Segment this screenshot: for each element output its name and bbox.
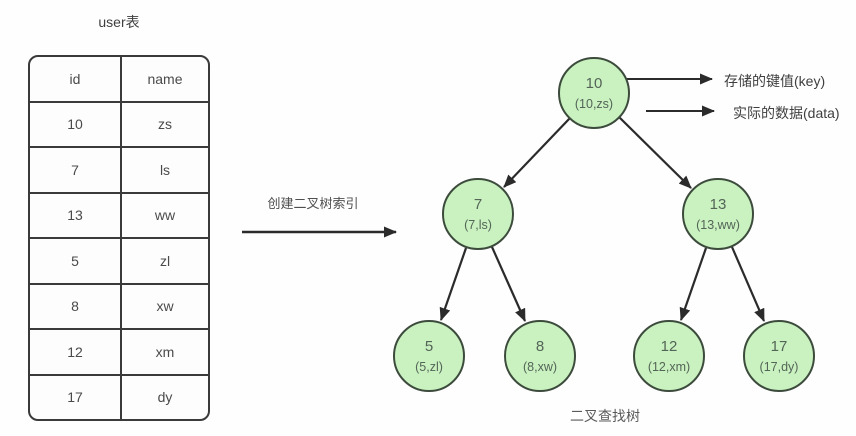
node-key: 12 bbox=[660, 337, 678, 355]
node-key: 7 bbox=[473, 195, 483, 213]
tree-node-17: 17 (17,dy) bbox=[743, 320, 815, 392]
edge-7-5 bbox=[439, 247, 468, 321]
table-row: 10 zs bbox=[30, 102, 208, 148]
table-row: 8 xw bbox=[30, 284, 208, 330]
cell-id: 13 bbox=[30, 193, 122, 237]
cell-id: 10 bbox=[30, 102, 122, 146]
cell-id: 7 bbox=[30, 148, 122, 192]
edge-10-7 bbox=[503, 117, 571, 188]
tree-node-7: 7 (7,ls) bbox=[442, 178, 514, 250]
node-key: 17 bbox=[770, 337, 788, 355]
edge-13-12 bbox=[679, 247, 708, 321]
cell-id: 12 bbox=[30, 330, 122, 374]
cell-name: dy bbox=[157, 389, 173, 406]
data-annotation-label: 实际的数据(data) bbox=[733, 105, 840, 121]
table-row: 13 ww bbox=[30, 193, 208, 239]
node-record: (13,ww) bbox=[696, 217, 740, 232]
table-header-row: id name bbox=[30, 57, 208, 103]
node-key: 5 bbox=[424, 337, 434, 355]
cell-name: xm bbox=[155, 343, 175, 360]
cell-name: ls bbox=[159, 161, 171, 178]
tree-node-8: 8 (8,xw) bbox=[504, 320, 576, 392]
column-header-id: id bbox=[30, 57, 122, 101]
cell-id: 5 bbox=[30, 239, 122, 283]
node-record: (10,zs) bbox=[574, 96, 614, 111]
cell-id: 8 bbox=[30, 284, 122, 328]
tree-caption: 二叉查找树 bbox=[570, 408, 640, 424]
cell-name: xw bbox=[156, 298, 174, 315]
cell-id: 17 bbox=[30, 375, 122, 419]
node-record: (7,ls) bbox=[464, 217, 492, 232]
table-row: 17 dy bbox=[30, 375, 208, 419]
edge-13-17 bbox=[730, 246, 766, 322]
cell-name: zl bbox=[159, 252, 171, 269]
table-row: 5 zl bbox=[30, 239, 208, 285]
node-key: 13 bbox=[709, 195, 727, 213]
table-row: 12 xm bbox=[30, 330, 208, 376]
tree-node-13: 13 (13,ww) bbox=[682, 178, 754, 250]
edge-10-13 bbox=[618, 116, 692, 189]
tree-node-12: 12 (12,xm) bbox=[633, 320, 705, 392]
table-title: user表 bbox=[98, 14, 140, 30]
node-record: (17,dy) bbox=[759, 359, 799, 374]
tree-node-10: 10 (10,zs) bbox=[558, 57, 630, 129]
node-record: (8,xw) bbox=[522, 359, 558, 374]
node-record: (12,xm) bbox=[647, 359, 691, 374]
edge-7-8 bbox=[490, 246, 527, 322]
cell-name: ww bbox=[154, 207, 176, 224]
node-key: 10 bbox=[585, 74, 603, 92]
user-table: id name 10 zs 7 ls 13 ww 5 zl 8 xw 12 xm… bbox=[28, 55, 210, 421]
column-header-name: name bbox=[147, 70, 183, 87]
node-key: 8 bbox=[535, 337, 545, 355]
cell-name: zs bbox=[158, 116, 172, 133]
tree-node-5: 5 (5,zl) bbox=[393, 320, 465, 392]
key-annotation-label: 存储的键值(key) bbox=[724, 73, 826, 89]
table-row: 7 ls bbox=[30, 148, 208, 194]
transform-arrow-label: 创建二叉树索引 bbox=[267, 196, 359, 211]
node-record: (5,zl) bbox=[415, 359, 443, 374]
